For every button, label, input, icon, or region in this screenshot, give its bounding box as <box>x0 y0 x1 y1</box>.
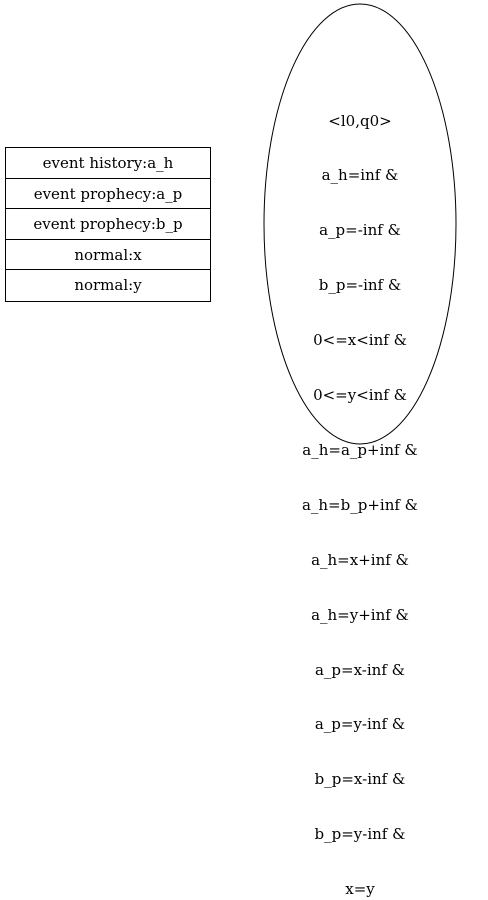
variables-table: event history:a_h event prophecy:a_p eve… <box>5 147 211 302</box>
state-label-line: a_h=y+inf & <box>311 605 409 624</box>
state-label-line: x=y <box>345 880 375 899</box>
state-node-ellipse <box>263 3 457 445</box>
state-node-label: <l0,q0> a_h=inf & a_p=-inf & b_p=-inf & … <box>264 75 456 900</box>
variable-row: event prophecy:a_p <box>6 179 210 210</box>
state-label-line: <l0,q0> <box>328 111 392 130</box>
variable-row: normal:y <box>74 276 142 295</box>
variable-row: event prophecy:b_p <box>6 209 210 240</box>
state-label-line: a_h=x+inf & <box>311 550 409 569</box>
state-label-line: 0<=y<inf & <box>313 386 407 405</box>
state-label-line: b_p=-inf & <box>318 276 402 295</box>
state-label-line: a_h=b_p+inf & <box>301 495 419 514</box>
state-label-line: b_p=x-inf & <box>314 770 406 789</box>
state-label-line: b_p=y-inf & <box>314 825 406 844</box>
state-label-line: a_p=y-inf & <box>314 715 406 734</box>
diagram-canvas <box>263 3 457 445</box>
state-label-line: a_p=x-inf & <box>314 660 405 679</box>
variable-row: normal:x <box>6 240 210 271</box>
state-label-line: 0<=x<inf & <box>313 331 407 350</box>
state-label-line: a_h=inf & <box>321 166 399 185</box>
variable-row: event history:a_h <box>6 148 210 179</box>
state-label-line: a_h=a_p+inf & <box>302 440 418 459</box>
state-label-line: a_p=-inf & <box>319 221 401 240</box>
